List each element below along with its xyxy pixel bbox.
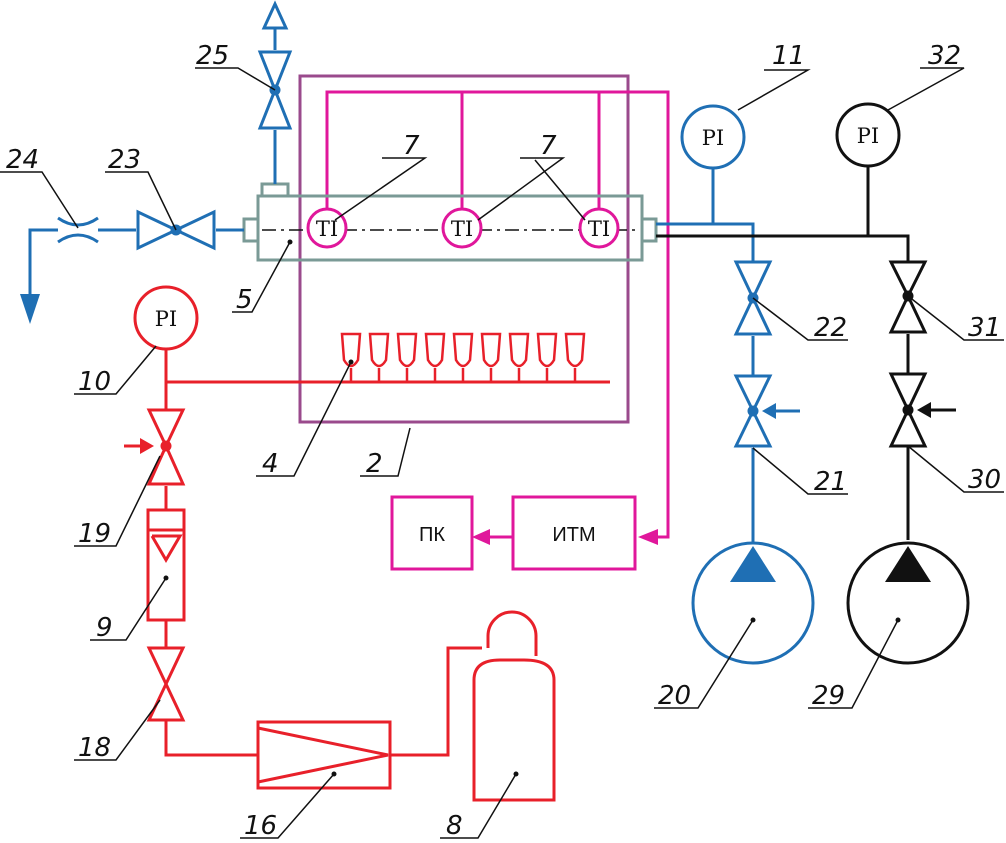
pi-gauge-label: PI [702,126,724,150]
label-24: 24 [6,145,39,175]
valve-31 [888,260,928,334]
label-16: 16 [244,811,277,841]
pk-label: ПК [419,524,445,546]
filter-16 [256,720,392,790]
valve-19-actuator-arrow-icon [140,438,154,454]
label-20: 20 [658,681,691,711]
blue-supply-line [656,168,755,542]
label-25: 25 [196,41,229,71]
ti-sensor-label: TI [588,217,610,241]
valve-21-actuator-arrow-icon [762,403,776,419]
label-22: 22 [814,313,847,343]
itm-label: ИТМ [552,524,595,546]
valve-18 [146,646,186,722]
arrow-to-pk-icon [472,529,490,545]
label-4: 4 [262,449,279,479]
ti-sensor-label: TI [316,217,338,241]
pi-gauge-label: PI [155,307,177,331]
leader-dots [163,239,901,777]
label-23: 23 [108,145,141,175]
ti-sensor-label: TI [451,217,473,241]
itm-box: ИТМ [511,495,637,571]
red-supply-line [124,346,610,757]
valve-30-actuator-arrow-icon [917,402,931,418]
label-7-left: 7 [403,131,420,161]
vent-line [28,28,277,296]
pi-gauge-10: PI [133,285,199,351]
gas-source-29 [846,541,970,665]
label-11: 11 [772,41,805,71]
label-32: 32 [928,41,961,71]
label-10: 10 [78,367,111,397]
valve-21 [733,374,773,448]
outlet-arrow-down-icon [20,294,40,324]
pi-gauge-11: PI [680,104,746,170]
pi-gauge-32: PI [835,102,901,168]
flowmeter-9 [146,508,186,622]
ti-sensor: TI [578,207,620,249]
crucible-stems [349,368,577,382]
thermocouple-wiring [325,90,670,539]
vent-arrow-up-icon [261,0,289,30]
valve-23 [136,209,216,251]
furnace-2 [298,74,630,424]
crucible-row-4 [340,332,586,368]
label-30: 30 [968,465,1001,495]
label-7-right: 7 [540,131,557,161]
arrow-to-itm [638,529,658,545]
restrictor-24 [57,216,99,244]
pi-gauge-label: PI [857,124,879,148]
gas-cylinder-8 [472,610,556,802]
label-29: 29 [812,681,845,711]
label-5: 5 [236,285,253,315]
label-19: 19 [78,519,111,549]
pk-box: ПК [390,495,474,571]
ti-sensor: TI [441,207,483,249]
valve-19 [146,408,186,486]
valve-22 [733,260,773,336]
label-8: 8 [446,811,463,841]
black-supply-line [656,166,910,540]
label-2: 2 [366,449,383,479]
ti-sensor: TI [306,207,348,249]
label-31: 31 [968,313,1001,343]
gas-source-20 [691,541,815,665]
label-9: 9 [96,613,113,643]
leader-lines [0,67,1004,839]
label-18: 18 [78,733,111,763]
label-21: 21 [814,467,847,497]
